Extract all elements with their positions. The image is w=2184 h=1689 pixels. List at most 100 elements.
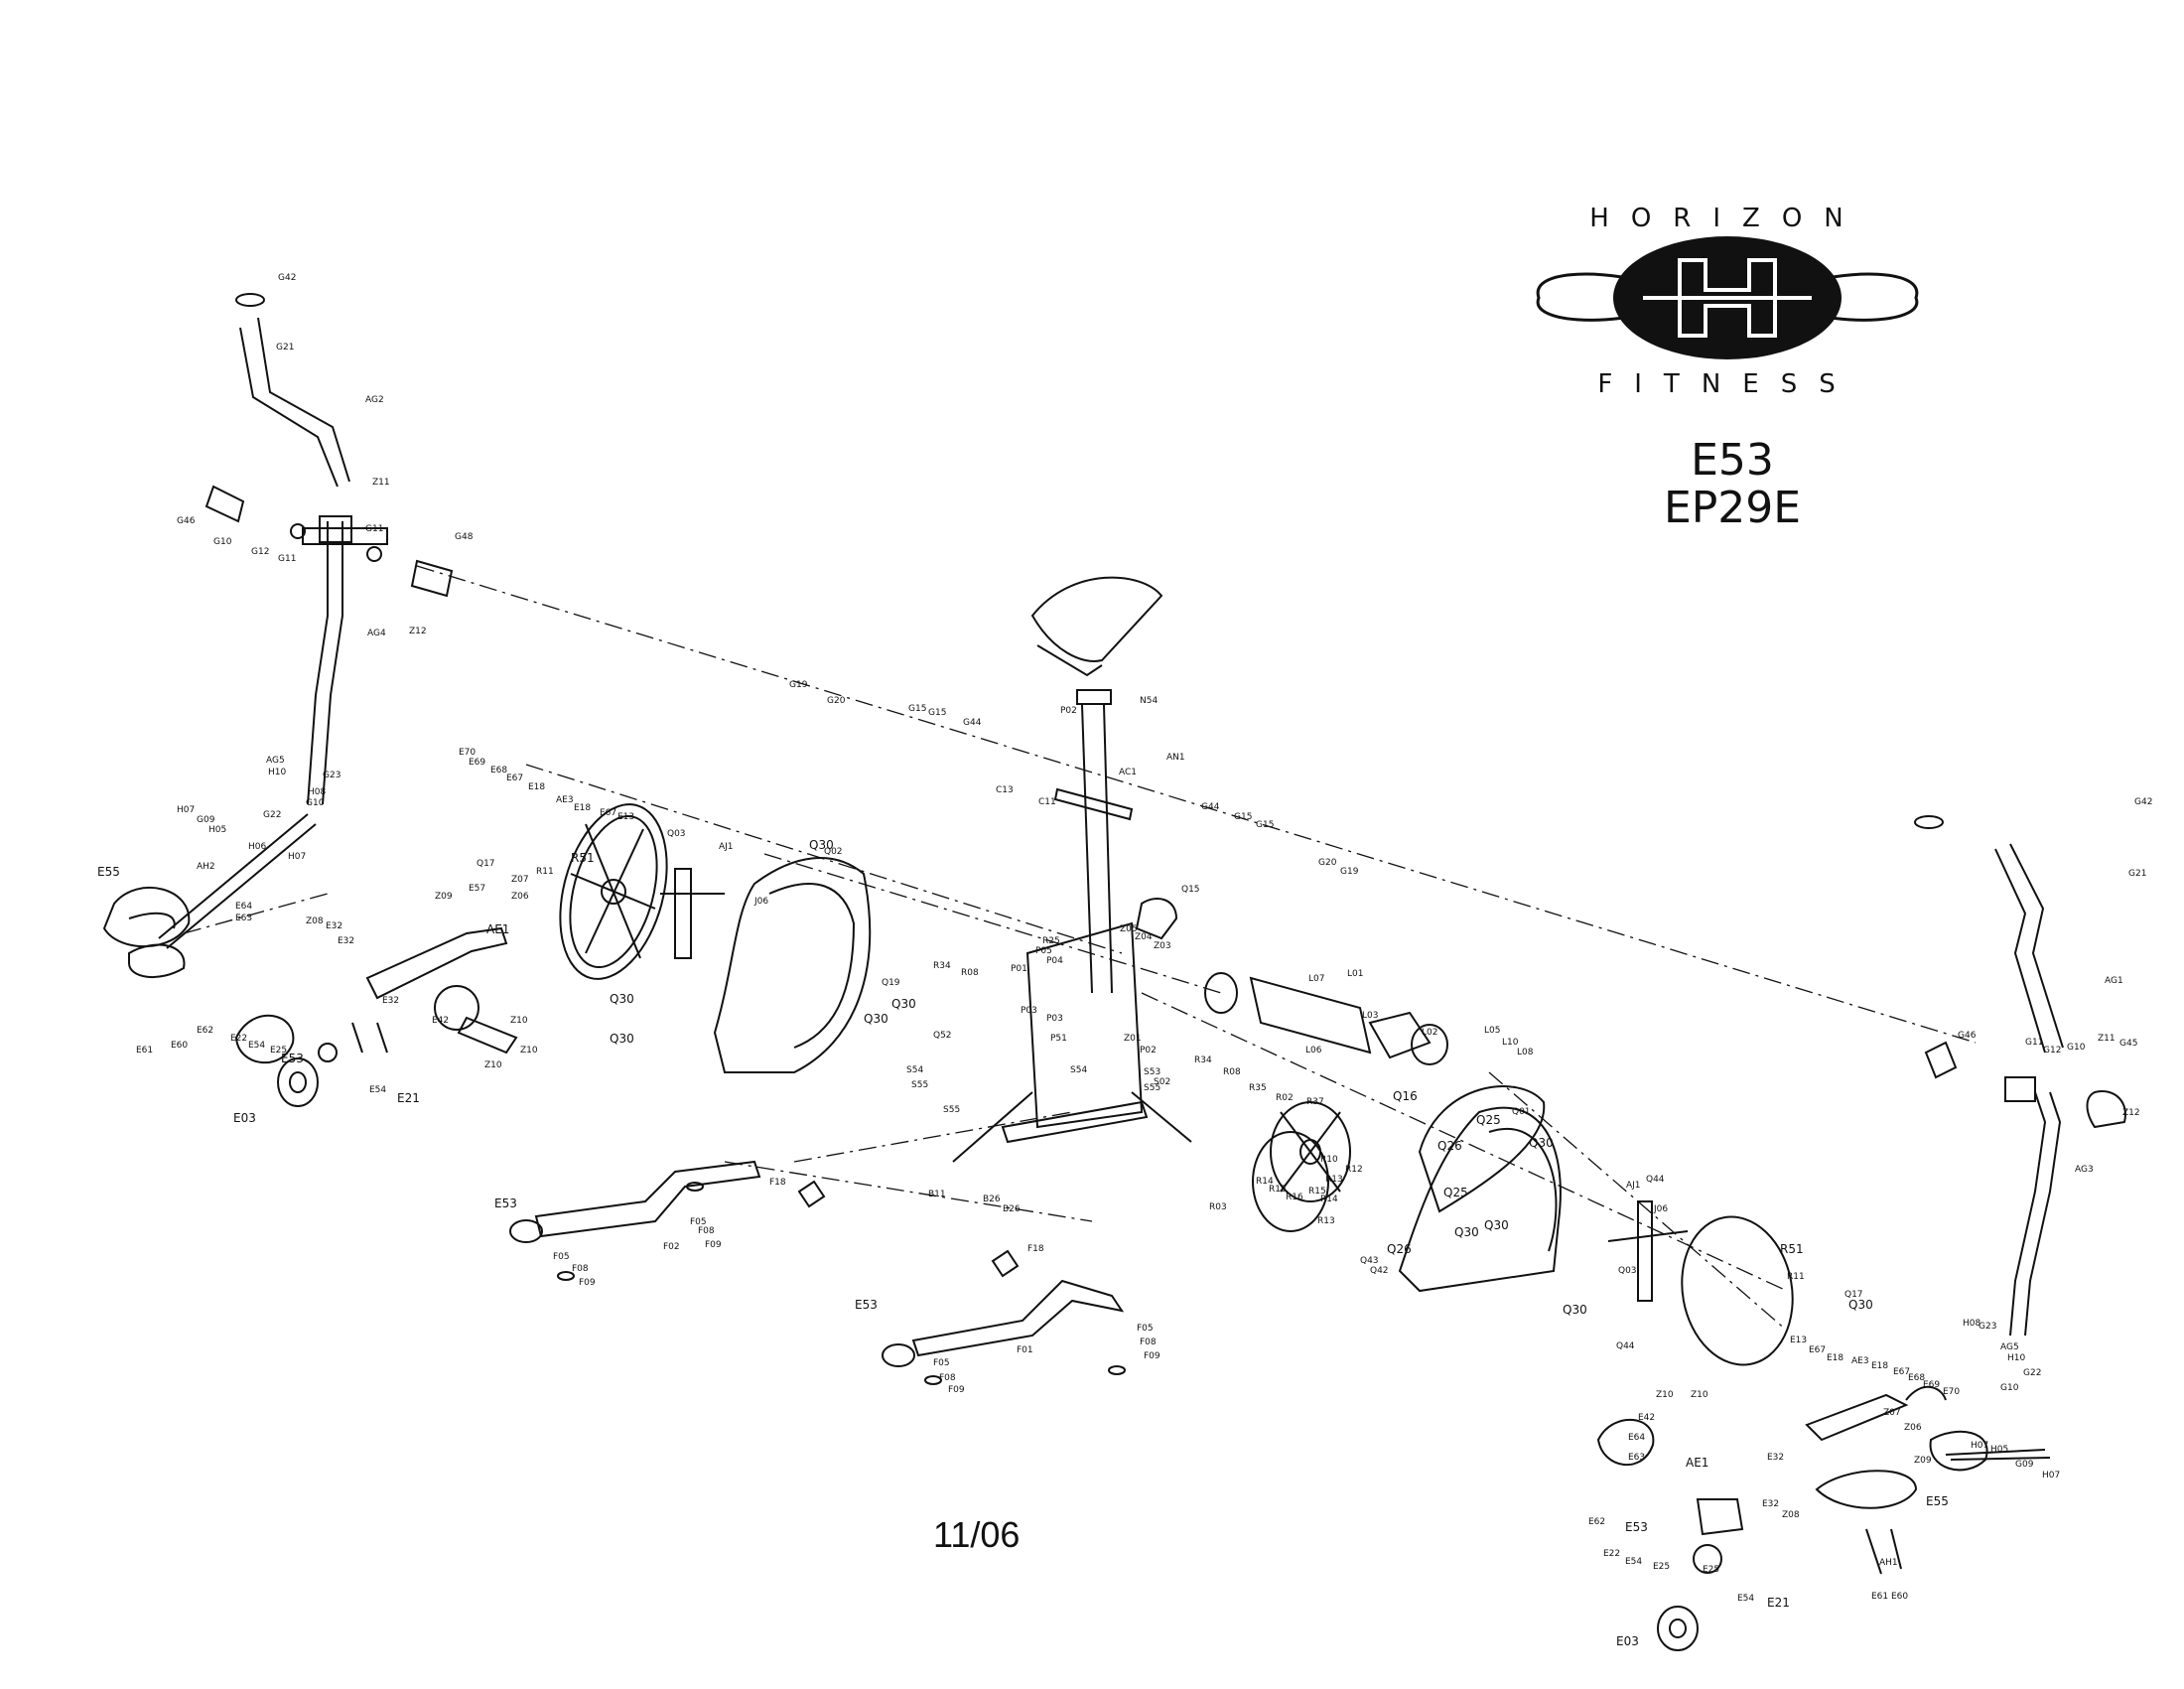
part-label: G19 xyxy=(789,680,808,690)
part-label: S54 xyxy=(906,1065,923,1075)
part-label: P03 xyxy=(1046,1014,1063,1024)
part-label: R51 xyxy=(1780,1242,1804,1256)
part-label: F02 xyxy=(663,1242,680,1252)
part-label: E25 xyxy=(1703,1565,1719,1575)
part-label: H06 xyxy=(248,842,266,852)
part-label: Q03 xyxy=(1618,1266,1637,1276)
part-label: G19 xyxy=(1340,867,1359,877)
part-label: Z10 xyxy=(1656,1390,1674,1400)
part-label: G10 xyxy=(2067,1043,2086,1053)
part-label: E67 xyxy=(506,774,523,783)
part-label: C13 xyxy=(996,785,1014,795)
part-label: G15 xyxy=(1256,820,1274,830)
part-label: H07 xyxy=(1971,1441,1988,1451)
part-label: G45 xyxy=(2119,1039,2137,1049)
part-label: AJ1 xyxy=(1626,1181,1641,1191)
part-label: E18 xyxy=(574,803,591,813)
part-label: AG3 xyxy=(2075,1165,2094,1175)
part-label: AE3 xyxy=(1851,1356,1869,1366)
part-label: R34 xyxy=(1194,1056,1212,1065)
part-label: G09 xyxy=(2015,1460,2034,1470)
part-label: Q17 xyxy=(477,859,495,869)
part-label: L07 xyxy=(1308,974,1324,984)
part-label: R11 xyxy=(536,867,554,877)
part-label: G44 xyxy=(1201,802,1220,812)
part-label: F09 xyxy=(948,1385,965,1395)
part-label: H05 xyxy=(208,825,226,835)
part-label: AG5 xyxy=(266,756,285,766)
part-label: G22 xyxy=(2023,1368,2041,1378)
part-label: G10 xyxy=(306,798,325,808)
part-label: Q44 xyxy=(1616,1341,1635,1351)
part-label: G44 xyxy=(963,718,982,728)
part-label: E54 xyxy=(248,1041,265,1051)
part-label: L02 xyxy=(1422,1028,1437,1038)
part-label: Z06 xyxy=(1904,1423,1922,1433)
part-label: H05 xyxy=(1990,1445,2008,1455)
part-label: Q01 xyxy=(1512,1107,1531,1117)
part-label: E54 xyxy=(1737,1594,1754,1604)
part-label: E25 xyxy=(1653,1562,1670,1572)
part-label: L03 xyxy=(1362,1011,1378,1021)
part-label: E18 xyxy=(528,782,545,792)
part-label: P02 xyxy=(1140,1046,1157,1056)
part-label: R10 xyxy=(1320,1155,1338,1165)
right-handlebar xyxy=(1914,815,2126,1337)
part-label: E69 xyxy=(469,758,485,768)
part-label: E21 xyxy=(1767,1596,1790,1610)
part-label: E69 xyxy=(1923,1380,1940,1390)
part-label: Q26 xyxy=(1437,1139,1462,1153)
part-label: G46 xyxy=(177,516,196,526)
part-label: H07 xyxy=(288,852,306,862)
part-label: E18 xyxy=(1871,1361,1888,1371)
part-label: S55 xyxy=(911,1080,928,1090)
part-label: E64 xyxy=(1628,1433,1645,1443)
part-label: P01 xyxy=(1011,964,1027,974)
part-label: E67 xyxy=(600,808,616,818)
part-label: F08 xyxy=(939,1373,956,1383)
part-label: R14 xyxy=(1320,1195,1338,1204)
part-label: AC1 xyxy=(1119,768,1137,777)
part-label: H07 xyxy=(2042,1471,2060,1480)
part-label: E54 xyxy=(369,1085,386,1095)
part-label: C11 xyxy=(1038,797,1056,807)
part-label: R08 xyxy=(1223,1067,1241,1077)
part-label: Z06 xyxy=(511,892,529,902)
model-number-primary: E53 xyxy=(1691,435,1774,486)
part-label: E03 xyxy=(233,1111,256,1125)
part-label: E70 xyxy=(1943,1387,1960,1397)
part-label: G22 xyxy=(263,810,281,820)
part-label: S54 xyxy=(1070,1065,1087,1075)
left-flywheel xyxy=(559,803,725,980)
part-label: G20 xyxy=(827,696,846,706)
part-label: Z10 xyxy=(510,1016,528,1026)
part-label: G23 xyxy=(323,771,341,780)
part-label: R16 xyxy=(1286,1193,1303,1202)
left-shroud xyxy=(713,857,872,1073)
part-label: Q03 xyxy=(667,829,686,839)
part-label: L01 xyxy=(1347,969,1363,979)
part-label: G21 xyxy=(276,343,294,352)
part-label: Z11 xyxy=(2098,1034,2116,1044)
part-label: E53 xyxy=(1625,1520,1648,1534)
part-label: E32 xyxy=(326,921,342,931)
part-label: E32 xyxy=(1767,1453,1784,1463)
horizon-fitness-logo: HORIZON FITNESS xyxy=(1536,204,1919,399)
part-label: Q02 xyxy=(824,847,843,857)
part-label: G11 xyxy=(278,554,296,564)
right-shroud xyxy=(1398,1085,1794,1366)
axis-lines xyxy=(183,565,1977,1332)
part-label: G12 xyxy=(251,547,269,557)
part-label: AE3 xyxy=(556,795,574,805)
part-label: Z12 xyxy=(2122,1108,2140,1118)
part-label: Q44 xyxy=(1646,1175,1665,1185)
part-label: E13 xyxy=(1790,1336,1807,1345)
part-label: E53 xyxy=(494,1196,517,1210)
part-label: R34 xyxy=(933,961,951,971)
part-label: L06 xyxy=(1305,1046,1322,1056)
part-label: E68 xyxy=(490,766,507,775)
part-label: G11 xyxy=(2025,1038,2043,1048)
part-label: L08 xyxy=(1517,1048,1534,1057)
part-label: E61 xyxy=(136,1046,153,1056)
